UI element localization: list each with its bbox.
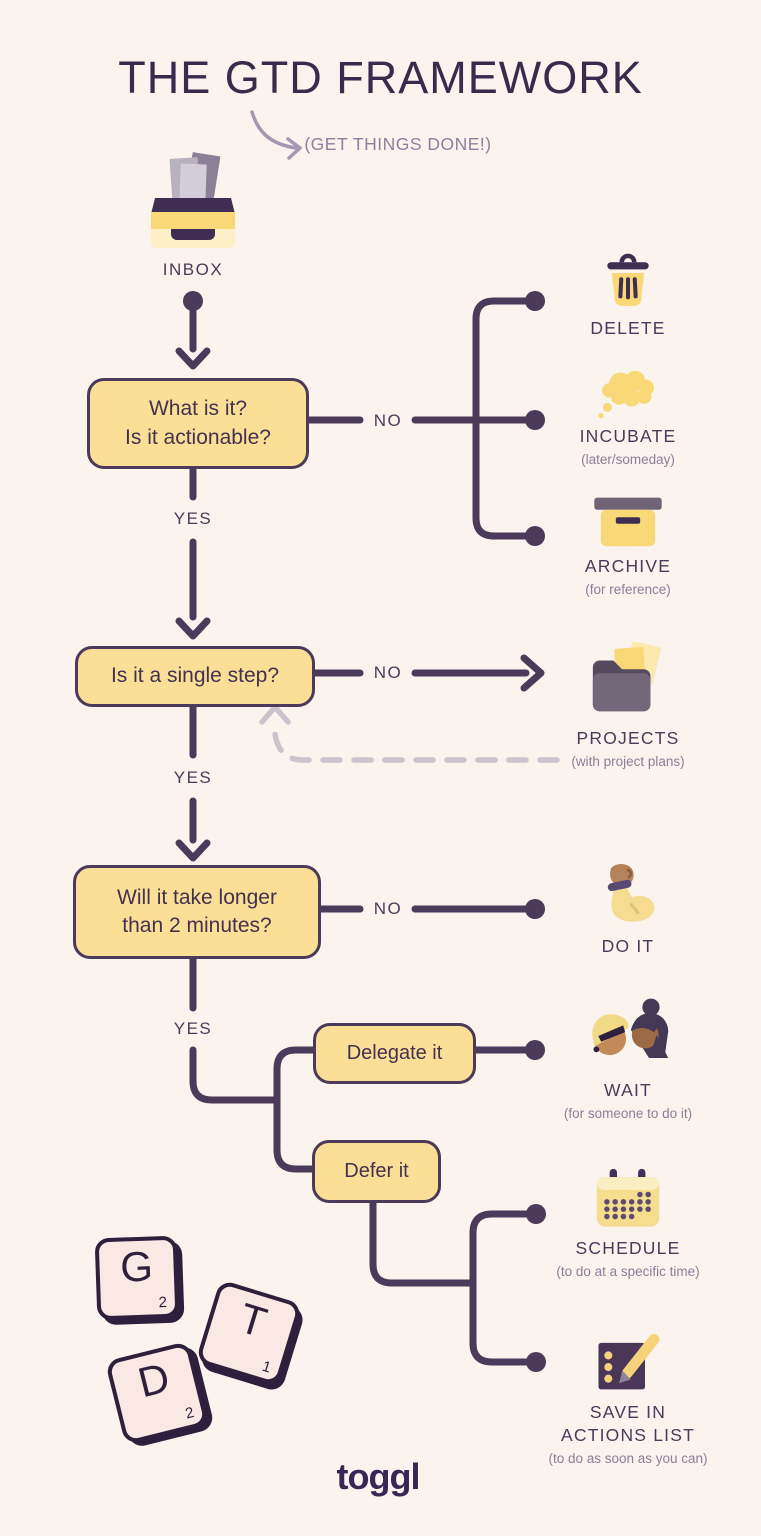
outcome-save-actions: SAVE IN ACTIONS LIST (to do as soon as y…: [528, 1322, 728, 1466]
decision-line: than 2 minutes?: [122, 914, 272, 937]
scrabble-tile-g: G 2: [94, 1235, 180, 1321]
outcome-sub: (for reference): [585, 581, 671, 597]
no-label-3: NO: [373, 899, 403, 918]
calendar-icon: [596, 1168, 660, 1227]
outcome-label: WAIT: [604, 1080, 652, 1100]
tile-letter: G: [119, 1242, 154, 1291]
inbox-label: INBOX: [162, 260, 224, 279]
dashed-return-arrow: [259, 704, 560, 763]
yes-label-1: YES: [173, 509, 213, 528]
outcome-sub: (later/someday): [581, 451, 675, 467]
outcome-delete: DELETE: [528, 252, 728, 340]
bracket-schedule-save: [469, 1210, 539, 1366]
outcome-label: PROJECTS: [576, 728, 680, 748]
outcome-schedule: SCHEDULE (to do at a specific time): [528, 1168, 728, 1279]
outcome-label: DO IT: [601, 936, 655, 956]
two-people-icon: [592, 998, 669, 1058]
thought-cloud-icon: [598, 370, 654, 419]
decision-two-minutes: Will it take longer than 2 minutes?: [73, 865, 321, 959]
flexed-arm-icon: [607, 864, 655, 922]
outcome-wait: WAIT (for someone to do it): [528, 996, 728, 1121]
decision-line: Is it actionable?: [125, 425, 271, 449]
outcome-label-line: ACTIONS LIST: [560, 1424, 695, 1445]
outcome-label: ARCHIVE: [584, 556, 672, 576]
trash-icon: [607, 253, 649, 306]
outcome-projects: PROJECTS (with project plans): [528, 642, 728, 769]
option-label: Delegate it: [346, 1042, 443, 1064]
arrowhead-down-icon: [175, 347, 211, 370]
decision-what-is-it: What is it? Is it actionable?: [87, 378, 309, 469]
outcome-do-it: DO IT: [528, 858, 728, 958]
inbox-tray-icon: [151, 152, 235, 248]
archive-box-icon: [594, 497, 662, 547]
outcome-archive: ARCHIVE (for reference): [528, 492, 728, 597]
tile-score: 2: [183, 1403, 196, 1423]
outcome-label: SAVE IN ACTIONS LIST: [561, 1401, 695, 1447]
outcome-sub: (with project plans): [571, 753, 685, 769]
folder-icon: [592, 642, 661, 712]
connector-q3-yes2: [189, 1046, 281, 1104]
outcome-label: SCHEDULE: [575, 1238, 681, 1258]
decision-single-step: Is it a single step?: [75, 646, 315, 707]
outcome-label: INCUBATE: [579, 426, 677, 446]
outcome-sub: (to do as soon as you can): [548, 1450, 708, 1466]
yes-label-3: YES: [173, 1019, 213, 1038]
tile-score: 2: [158, 1293, 168, 1312]
pencil-list-icon: [598, 1333, 660, 1390]
outcome-sub: (to do at a specific time): [556, 1263, 700, 1279]
decision-line: Is it a single step?: [110, 664, 280, 688]
outcome-incubate: INCUBATE (later/someday): [528, 368, 728, 467]
box-delegate-it: Delegate it: [313, 1023, 476, 1084]
no-label-1: NO: [373, 411, 403, 430]
connector-defer-down: [369, 1193, 476, 1287]
connector-dots: [183, 291, 546, 1372]
box-defer-it: Defer it: [312, 1140, 441, 1203]
fork-delegate-defer: [273, 1046, 317, 1173]
outcome-label: DELETE: [590, 318, 666, 338]
outcome-label-line: SAVE IN: [589, 1402, 667, 1422]
tile-score: 1: [260, 1357, 274, 1377]
arrowhead-down-icon: [175, 617, 211, 640]
toggl-logo: toggl: [336, 1456, 421, 1497]
option-label: Defer it: [344, 1160, 409, 1182]
bracket-delete-incubate-archive: [472, 297, 538, 540]
page-subtitle: (GET THINGS DONE!): [304, 134, 492, 154]
page-title: THE GTD FRAMEWORK: [118, 52, 643, 103]
yes-label-2: YES: [173, 768, 213, 787]
curved-arrow-icon: [250, 110, 302, 160]
tile-letter: D: [133, 1353, 175, 1407]
outcome-sub: (for someone to do it): [563, 1105, 693, 1121]
no-label-2: NO: [373, 663, 403, 682]
arrowhead-right-icon: [520, 654, 545, 692]
arrowhead-down-icon: [175, 839, 211, 862]
decision-line: What is it?: [148, 397, 248, 421]
decision-line: Will it take longer: [117, 885, 277, 909]
